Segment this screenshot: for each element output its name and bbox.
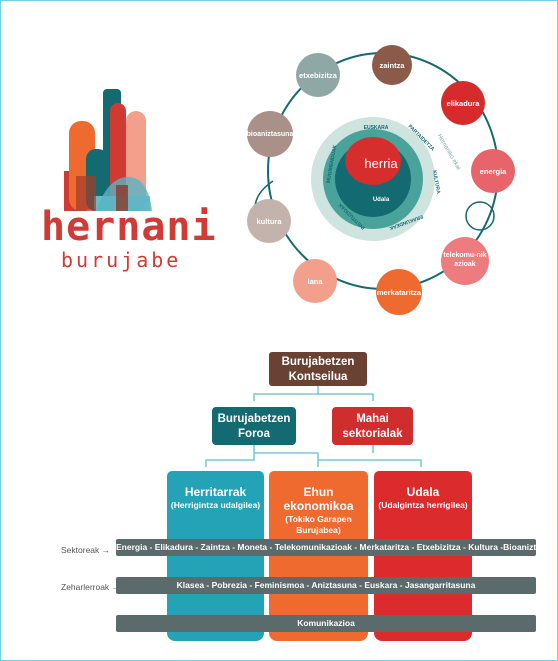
column-ehun-ekonomikoa-title: Ehun ekonomikoa — [283, 485, 354, 513]
bar-komunikazioa: Komunikazioa — [116, 615, 536, 632]
outer-node-etxebizitza — [296, 53, 340, 97]
burujabetzen-foroa-box: Burujabetzen Foroa — [212, 407, 296, 445]
outer-node-zaintza — [372, 45, 412, 85]
circle-center-label: herria — [364, 156, 398, 171]
circle-inner-core-label: Udala — [372, 197, 390, 203]
outer-node-kultura — [247, 199, 291, 243]
mahai-sektorialak-line2: sektorialak — [342, 428, 403, 440]
outer-node-elikadura-label: elikadura — [446, 99, 480, 108]
herria-core — [345, 137, 401, 185]
logo-title: hernani — [41, 204, 217, 250]
connector-mahai — [318, 445, 422, 467]
connector-top — [253, 386, 374, 401]
outer-node-elikadura — [441, 81, 485, 125]
column-ehun-ekonomikoa-subtitle-1: (Tokiko Garapen — [285, 514, 352, 524]
outer-node-kultura-label: kultura — [256, 217, 282, 226]
outer-node-lana-label: lana — [307, 277, 323, 286]
bar-sektoreak: Energia - Elikadura - Zaintza - Moneta -… — [116, 539, 536, 556]
outer-node-bioaniztasuna-label: bioaniztasuna — [246, 131, 294, 138]
burujabetzen-foroa-line2: Foroa — [238, 428, 270, 440]
outer-node-telekomunikazioak-label: telekomu-nikazioak — [443, 252, 487, 268]
outer-node-etxebizitza-label: etxebizitza — [299, 71, 337, 80]
orbit-loop-mark — [465, 201, 495, 231]
column-udala: Udala (Udalgintza herrigilea) — [374, 471, 472, 641]
org-connectors — [205, 386, 422, 467]
label-zeharlerroak: Zeharlerroak → — [61, 582, 121, 592]
column-herritarrak-subtitle: (Herrigintza udalgilea) — [170, 500, 261, 510]
label-sektoreak: Sektoreak → — [61, 545, 111, 555]
column-ehun-ekonomikoa-subtitle-2: Burujabea) — [296, 525, 341, 535]
mahai-sektorialak-box: Mahai sektorialak — [332, 407, 413, 445]
burujabetzen-foroa-line1: Burujabetzen — [217, 413, 291, 425]
outer-node-telekomunikazioak — [441, 237, 489, 285]
column-udala-title: Udala — [406, 485, 440, 499]
logo-subtitle: burujabe — [61, 248, 182, 272]
bar-zeharlerroak: Klasea - Pobrezia - Feminismoa - Aniztas… — [116, 577, 536, 594]
ring-segment-euskara: EUSKARA — [363, 125, 389, 131]
connector-foroa — [205, 445, 319, 467]
column-ehun-ekonomikoa: Ehun ekonomikoa (Tokiko Garapen Burujabe… — [269, 471, 368, 641]
outer-node-merkataritza-label: merkataritza — [376, 288, 422, 297]
outer-node-bioaniztasuna — [247, 111, 293, 157]
outer-node-energia — [471, 149, 515, 193]
column-herritarrak: Herritarrak (Herrigintza udalgilea) — [167, 471, 264, 641]
logo-emblem-graphic — [64, 89, 152, 211]
outer-node-energia-label: energia — [479, 167, 507, 176]
burujabetzen-kontseilua-box: Burujabetzen Kontseilua — [269, 352, 367, 386]
mahai-sektorialak-line1: Mahai — [356, 413, 389, 425]
column-herritarrak-title: Herritarrak — [184, 485, 247, 499]
outer-node-zaintza-label: zaintza — [379, 61, 405, 70]
burujabetzen-kontseilua-line2: Kontseilua — [288, 371, 348, 383]
outer-node-merkataritza — [376, 269, 422, 315]
sovereignty-circle-diagram — [254, 52, 499, 290]
outer-node-lana — [293, 259, 337, 303]
column-udala-subtitle: (Udalgintza herrigilea) — [378, 500, 468, 510]
burujabetzen-kontseilua-line1: Burujabetzen — [281, 356, 355, 368]
